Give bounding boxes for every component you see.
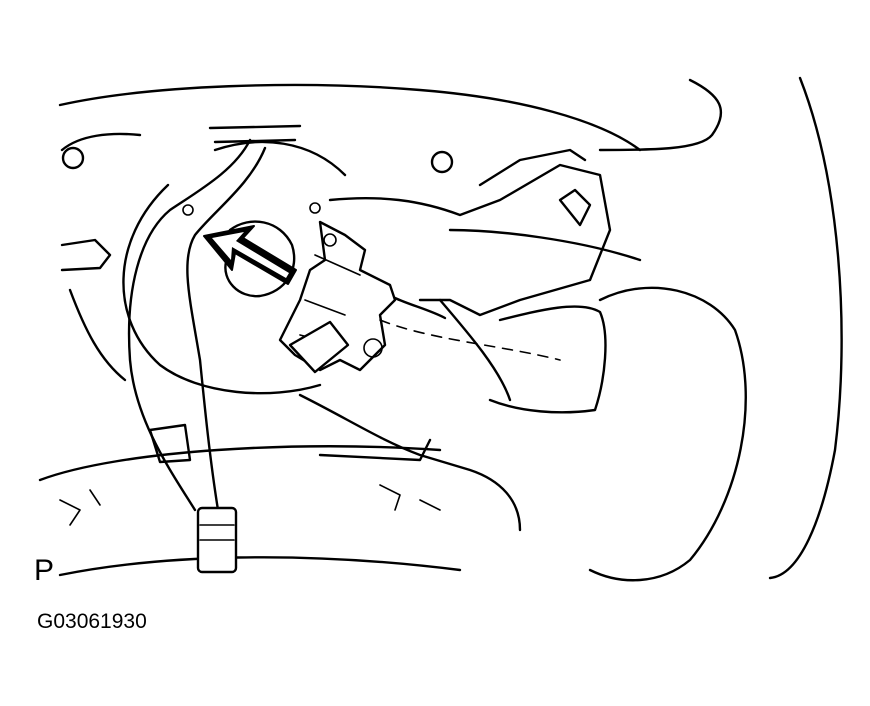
- lower-column-cover: [298, 393, 522, 532]
- mount-bolt-right: [430, 150, 454, 174]
- mount-bolt-left: [61, 146, 85, 170]
- combination-switch-body: [328, 163, 612, 317]
- lower-rim-inner: [58, 556, 462, 577]
- right-lever-stalk: [488, 305, 607, 414]
- direction-arrow-icon: [203, 225, 297, 285]
- view-mark: P: [34, 554, 55, 587]
- guide-dashed-line: [379, 319, 561, 361]
- steering-wheel-rim: [768, 76, 843, 580]
- figure-id: G03061930: [37, 610, 147, 633]
- spiral-cable-ring: [122, 183, 322, 395]
- left-switch-housing: [60, 238, 112, 272]
- hub-arc: [588, 286, 747, 582]
- wire-harness: [127, 138, 252, 512]
- steering-wheel-rim-inner: [598, 78, 723, 152]
- lower-rim-outer: [38, 445, 442, 482]
- upper-column-cover: [58, 83, 642, 152]
